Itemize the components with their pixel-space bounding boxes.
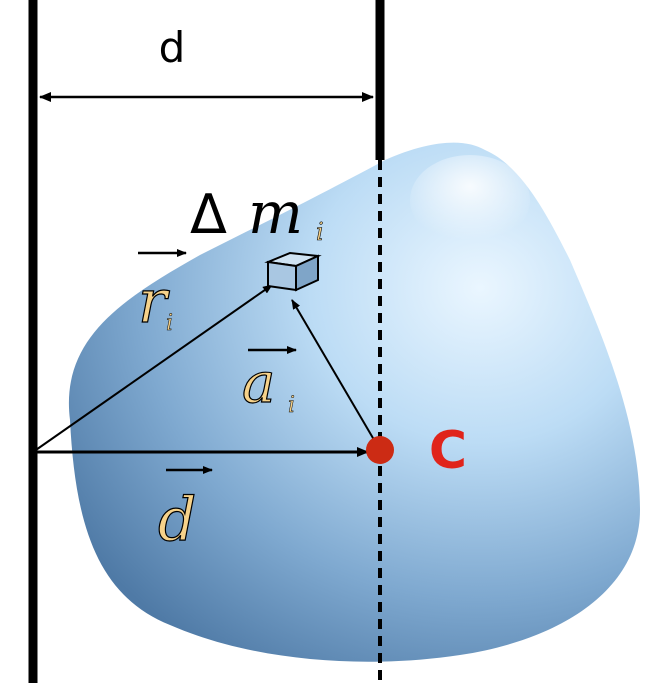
vector-r-line	[32, 284, 273, 453]
center-of-mass-label: C	[429, 421, 467, 481]
mass-element-symbol: Δ	[190, 183, 227, 246]
vector-r-var: r	[138, 267, 170, 337]
distance-label: d	[159, 23, 186, 72]
mass-element-label: Δ m i	[190, 179, 324, 247]
vector-r-label: r i	[137, 249, 187, 338]
vector-r-sub: i	[166, 311, 173, 336]
vector-d-label: d	[157, 466, 213, 556]
mass-element-sub: i	[316, 218, 324, 246]
mass-element-var: m	[248, 179, 303, 247]
vector-a-var: a	[242, 351, 275, 416]
rigid-body	[68, 142, 641, 662]
center-of-mass-dot-icon	[366, 436, 394, 464]
vector-d-var: d	[158, 485, 196, 555]
vector-a-line	[291, 299, 381, 451]
vector-a-sub: i	[288, 393, 295, 418]
mass-element-cube-icon	[264, 251, 322, 292]
vector-a-label: a i	[241, 346, 297, 418]
